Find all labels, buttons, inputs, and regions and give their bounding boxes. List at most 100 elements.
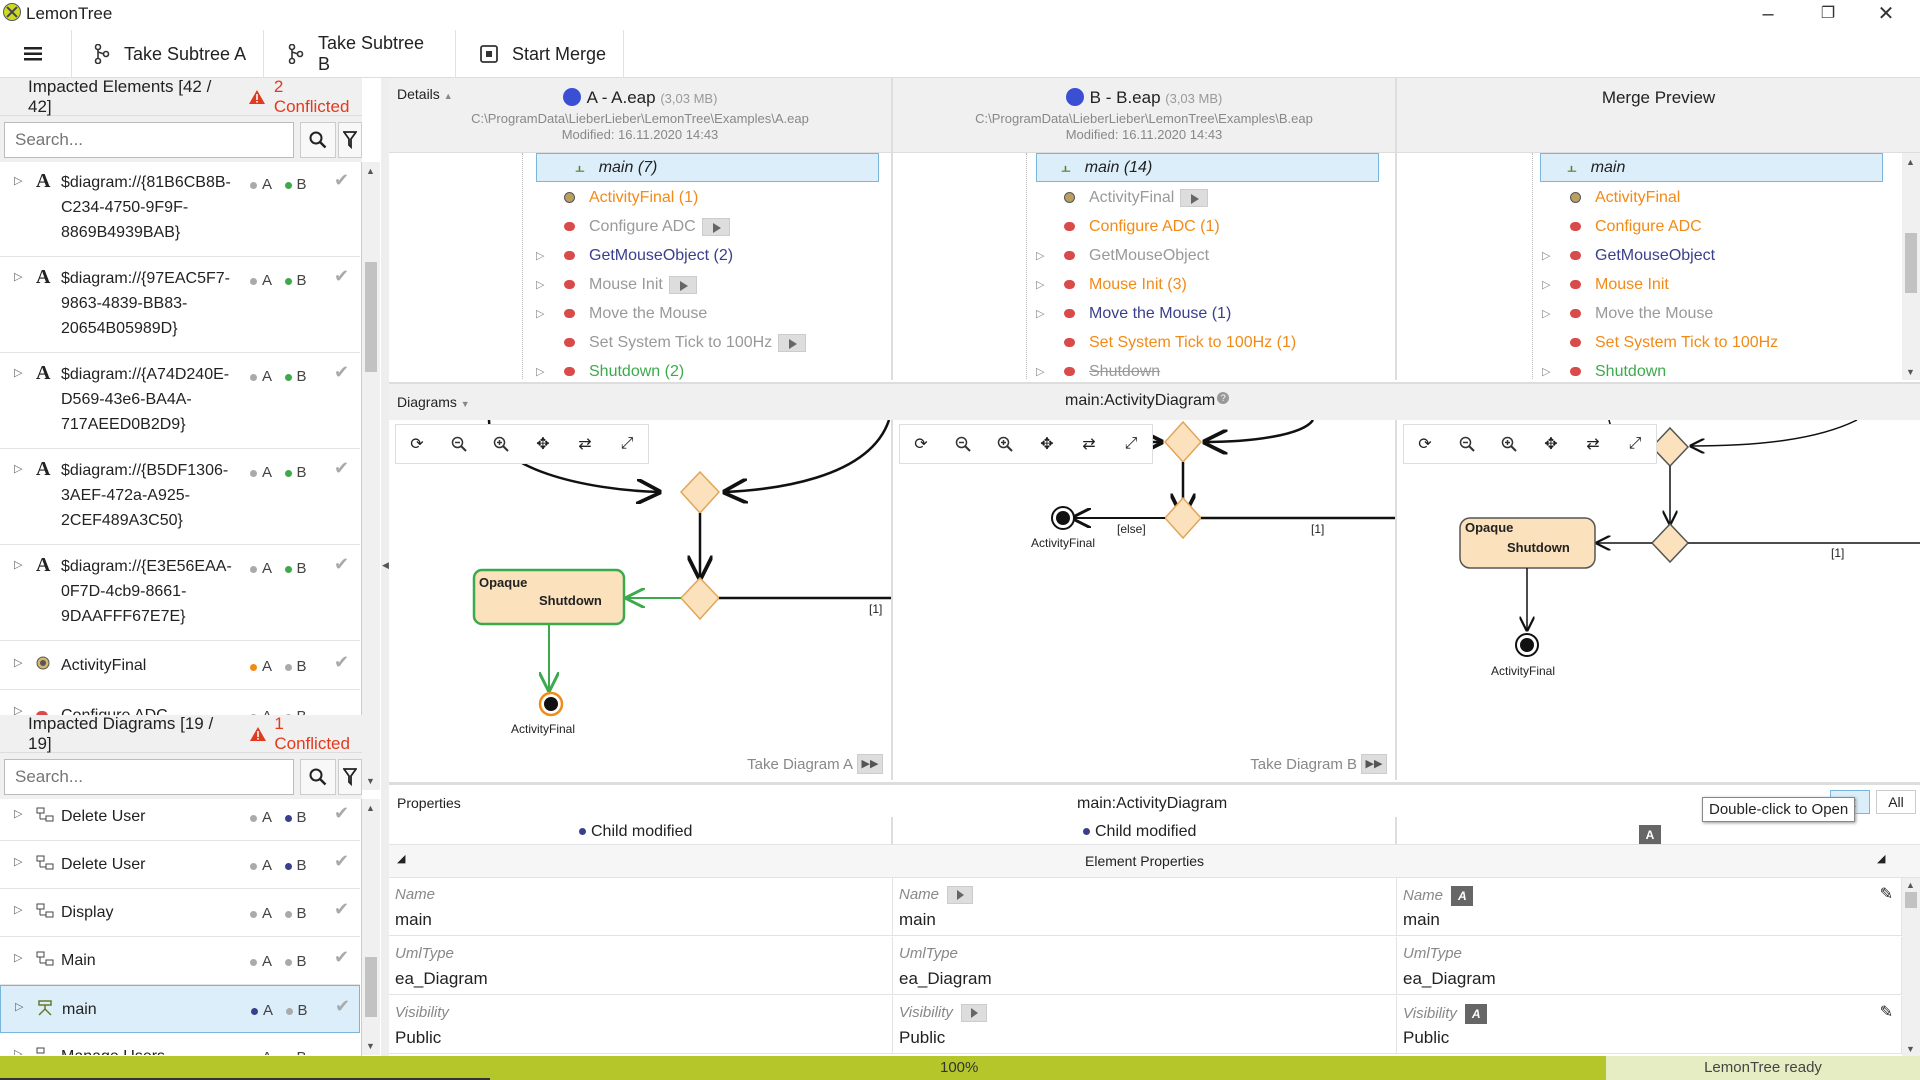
diagrams-search-input[interactable] bbox=[4, 759, 294, 795]
tree-node[interactable]: ▷Move the Mouse (1) bbox=[1036, 304, 1232, 322]
play-button[interactable] bbox=[701, 217, 730, 236]
refresh-icon[interactable]: ⟳ bbox=[410, 436, 424, 453]
zoom-out-icon[interactable] bbox=[1446, 425, 1488, 463]
tree-node[interactable]: Configure ADC bbox=[1570, 212, 1702, 241]
check-icon[interactable]: ✔ bbox=[334, 803, 350, 823]
edit-icon[interactable]: ✎ bbox=[1879, 1004, 1893, 1021]
element-properties-section[interactable]: ◢ Element Properties ◢ bbox=[389, 844, 1920, 878]
expand-icon[interactable]: ▷ bbox=[14, 175, 23, 187]
properties-label[interactable]: Properties bbox=[397, 795, 461, 811]
search-button[interactable] bbox=[300, 759, 336, 795]
list-item[interactable]: ▷ ActivityFinal A B ✔ bbox=[0, 642, 360, 690]
list-item-selected[interactable]: ▷ main A B ✔ bbox=[0, 985, 360, 1033]
tree-node[interactable]: ▷Move the Mouse bbox=[536, 304, 708, 322]
search-button[interactable] bbox=[300, 122, 336, 158]
check-icon[interactable]: ✔ bbox=[334, 851, 350, 871]
expand-icon[interactable]: ▷ bbox=[14, 271, 23, 283]
play-button[interactable] bbox=[947, 886, 974, 905]
diagrams-conflict-badge[interactable]: 1 Conflicted bbox=[249, 714, 362, 754]
expand-icon[interactable]: ▷ bbox=[14, 559, 23, 571]
diagrams-label[interactable]: Diagrams ▼ bbox=[397, 394, 470, 410]
scrollbar-thumb[interactable] bbox=[365, 957, 377, 1017]
list-item[interactable]: ▷ A $diagram://{B5DF1306-3AEF-472a-A925-… bbox=[0, 450, 360, 545]
list-item[interactable]: ▷ A $diagram://{E3E56EAA-0F7D-4cb9-8661-… bbox=[0, 546, 360, 641]
tree-node[interactable]: ActivityFinal bbox=[1064, 183, 1209, 212]
filter-all-button[interactable]: All bbox=[1876, 790, 1916, 814]
tree-node[interactable]: ▷GetMouseObject (2) bbox=[536, 246, 734, 264]
tree-node[interactable]: ▷GetMouseObject bbox=[1036, 246, 1210, 264]
check-icon[interactable]: ✔ bbox=[334, 266, 350, 286]
refresh-icon[interactable]: ⟳ bbox=[914, 436, 928, 453]
minimize-button[interactable]: – bbox=[1762, 3, 1774, 25]
pan-icon[interactable]: ✥ bbox=[1040, 436, 1054, 453]
check-icon[interactable]: ✔ bbox=[334, 170, 350, 190]
tree-node[interactable]: Set System Tick to 100Hz (1) bbox=[1064, 328, 1296, 357]
swap-icon[interactable]: ⇄ bbox=[1586, 436, 1600, 453]
list-item[interactable]: ▷ A $diagram://{97EAC5F7-9863-4839-BB83-… bbox=[0, 258, 360, 353]
list-item[interactable]: ▷ Main A B ✔ bbox=[0, 937, 360, 985]
start-merge-button[interactable]: Start Merge bbox=[466, 30, 624, 78]
take-subtree-a-button[interactable]: Take Subtree A bbox=[80, 30, 264, 78]
tree-node[interactable]: Set System Tick to 100Hz bbox=[1570, 328, 1778, 357]
check-icon[interactable]: ✔ bbox=[334, 947, 350, 967]
list-item[interactable]: ▷ Display A B ✔ bbox=[0, 889, 360, 937]
tree-node[interactable]: ▷Mouse Init bbox=[536, 270, 697, 299]
play-button[interactable] bbox=[1180, 188, 1209, 207]
expand-icon[interactable]: ▷ bbox=[14, 367, 23, 379]
take-diagram-b-button[interactable]: Take Diagram B▶▶ bbox=[1250, 754, 1387, 774]
swap-icon[interactable]: ⇄ bbox=[1082, 436, 1096, 453]
list-item[interactable]: ▷ A $diagram://{A74D240E-D569-43e6-BA4A-… bbox=[0, 354, 360, 449]
zoom-out-icon[interactable] bbox=[438, 425, 480, 463]
tree-node-main[interactable]: ⫠main bbox=[1540, 153, 1883, 182]
tree-node[interactable]: ▷Shutdown bbox=[1542, 362, 1667, 380]
scroll-up-icon[interactable]: ▲ bbox=[366, 803, 375, 813]
elements-search-input[interactable] bbox=[4, 122, 294, 158]
list-item[interactable]: ▷ Delete User A B ✔ bbox=[0, 841, 360, 889]
fit-icon[interactable]: ⤢ bbox=[620, 435, 634, 452]
check-icon[interactable]: ✔ bbox=[334, 899, 350, 919]
check-icon[interactable]: ✔ bbox=[334, 458, 350, 478]
filter-button[interactable] bbox=[338, 759, 362, 795]
scrollbar-thumb[interactable] bbox=[365, 262, 377, 372]
list-item[interactable]: ▷ Delete User A B ✔ bbox=[0, 799, 360, 841]
play-button[interactable] bbox=[668, 275, 697, 294]
tree-node-main[interactable]: ⫠main (14) bbox=[1036, 153, 1379, 182]
tree-node[interactable]: ▷Shutdown bbox=[1036, 362, 1161, 380]
take-subtree-b-button[interactable]: Take Subtree B bbox=[274, 30, 456, 78]
list-item[interactable]: ▷ A $diagram://{81B6CB8B-C234-4750-9F9F-… bbox=[0, 162, 360, 257]
tree-node[interactable]: ▷Mouse Init bbox=[1542, 275, 1669, 293]
fit-icon[interactable]: ⤢ bbox=[1628, 435, 1642, 452]
tree-node[interactable]: ActivityFinal bbox=[1570, 183, 1680, 212]
collapse-left-icon[interactable]: ◀ bbox=[382, 560, 389, 570]
diagrams-scrollbar[interactable]: ▲ ▼ bbox=[362, 799, 380, 1055]
filter-button[interactable] bbox=[338, 122, 362, 158]
play-button[interactable] bbox=[960, 1004, 987, 1023]
diagram-pane-b[interactable]: [else] [1] ActivityFinal ⟳ ✥ ⇄ ⤢ Take Di… bbox=[893, 420, 1397, 780]
expand-icon[interactable]: ▷ bbox=[14, 705, 23, 717]
maximize-button[interactable]: ❐ bbox=[1820, 5, 1836, 22]
properties-scrollbar[interactable]: ▲ ▼ bbox=[1902, 878, 1920, 1056]
diagram-pane-merge[interactable]: Opaque Shutdown [1] ActivityFinal ⟳ ✥ ⇄ … bbox=[1397, 420, 1920, 780]
check-icon[interactable]: ✔ bbox=[334, 652, 350, 672]
swap-icon[interactable]: ⇄ bbox=[578, 436, 592, 453]
zoom-out-icon[interactable] bbox=[942, 425, 984, 463]
scroll-down-icon[interactable]: ▼ bbox=[366, 776, 375, 786]
tree-node[interactable]: ▷GetMouseObject bbox=[1542, 246, 1716, 264]
expand-icon[interactable]: ▷ bbox=[14, 657, 23, 669]
zoom-in-icon[interactable] bbox=[480, 425, 522, 463]
zoom-in-icon[interactable] bbox=[984, 425, 1026, 463]
close-button[interactable]: ✕ bbox=[1877, 3, 1895, 25]
check-icon[interactable]: ✔ bbox=[334, 554, 350, 574]
check-icon[interactable]: ✔ bbox=[334, 362, 350, 382]
fit-icon[interactable]: ⤢ bbox=[1124, 435, 1138, 452]
check-icon[interactable]: ✔ bbox=[335, 996, 351, 1016]
splitter[interactable]: ◀ bbox=[381, 78, 389, 1056]
play-button[interactable] bbox=[778, 333, 807, 352]
tree-node[interactable]: ActivityFinal (1) bbox=[564, 183, 698, 212]
